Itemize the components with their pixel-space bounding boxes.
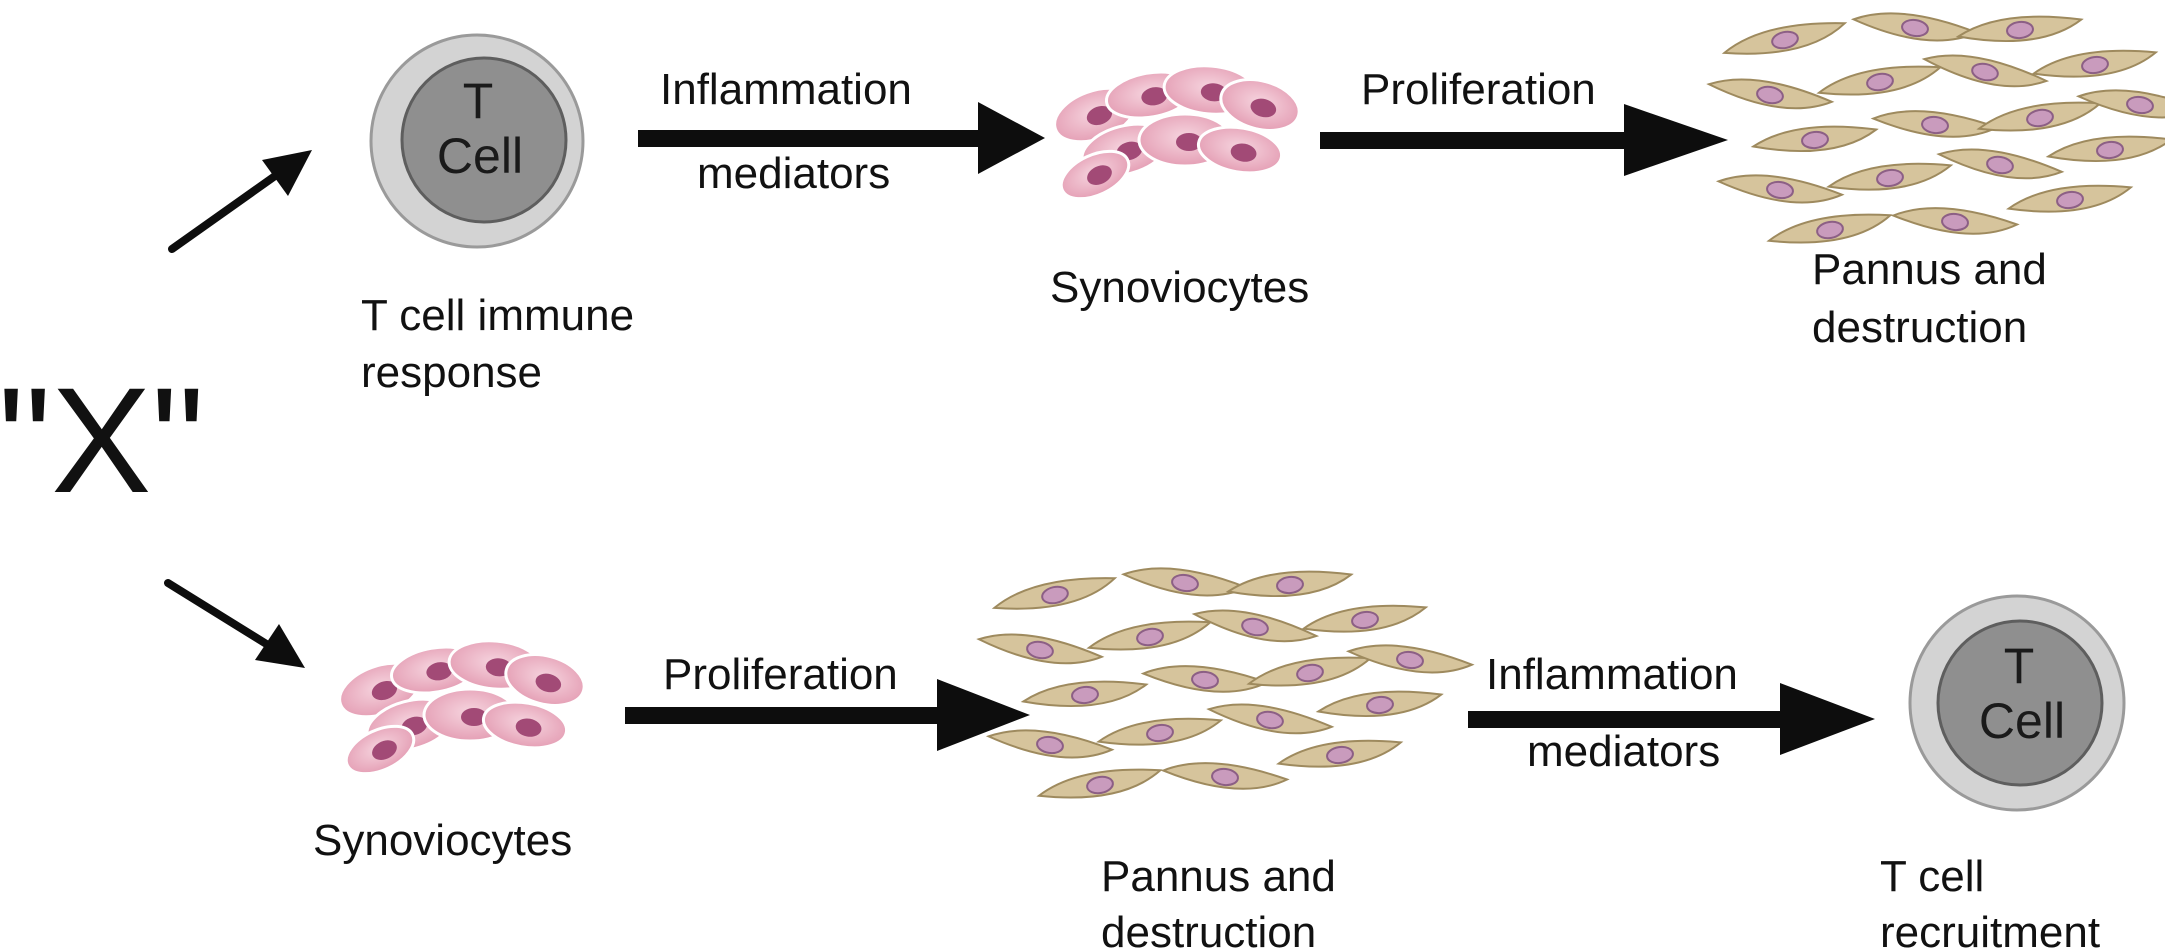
pannus-bottom-cell	[991, 577, 1118, 610]
pannus-bottom-cell	[1020, 680, 1149, 708]
synoviocytes-bottom	[338, 639, 586, 776]
pannus-top-cell	[1850, 12, 1980, 42]
pannus-bottom-cell	[985, 729, 1115, 759]
pannus-bottom-cell	[1120, 567, 1250, 597]
pannus-top-cell	[1721, 22, 1848, 55]
synoviocytes-top-cell	[1219, 78, 1301, 132]
t-cell-bottom-caption-line1: T cell	[1880, 852, 1984, 901]
pannus-top-cell	[1890, 207, 2020, 235]
arrow-bottom-2	[1468, 683, 1875, 755]
synoviocytes-bottom-cell	[481, 700, 569, 750]
synoviocytes-bottom-cell	[344, 724, 416, 776]
arrow-bottom-2-label-line2: mediators	[1527, 727, 1720, 776]
t-cell-top-caption-line1: T cell immune	[361, 291, 634, 340]
t-cell-bottom-line2: Cell	[1979, 693, 2065, 749]
pannus-bottom-cell	[1160, 762, 1290, 790]
pannus-bottom-cell	[1086, 620, 1213, 651]
pannus-top-cell	[1921, 54, 2050, 88]
pannus-top-cell	[2030, 49, 2159, 78]
arrow-top-2-label: Proliferation	[1361, 65, 1596, 114]
pannus-top-cell	[1715, 174, 1845, 204]
pannus-bottom-cell	[1246, 656, 1373, 687]
t-cell-bottom-line1: T	[2004, 638, 2035, 694]
t-cell-top-caption-line2: response	[361, 348, 542, 397]
branch-arrow-down	[164, 579, 305, 668]
pannus-bottom-cell	[1206, 703, 1335, 735]
arrow-top-2	[1320, 104, 1728, 176]
t-cell-bottom-caption-line2: recruitment	[1880, 908, 2100, 951]
pannus-bottom-cell	[1036, 768, 1163, 799]
pannus-bottom-cell	[1315, 690, 1444, 718]
pannus-cells-top	[1706, 12, 2165, 244]
t-cell-top: T Cell	[369, 33, 585, 249]
arrow-bottom-1	[625, 679, 1030, 751]
synoviocytes-bottom-caption: Synoviocytes	[313, 816, 572, 865]
pannus-bottom-cell	[1275, 739, 1404, 768]
branch-arrow-up	[168, 150, 312, 253]
t-cell-bottom: T Cell	[1908, 594, 2126, 812]
pannus-top-cell	[1706, 78, 1835, 110]
pannus-bottom-cell	[976, 633, 1105, 665]
pannus-bottom-cell	[1345, 644, 1475, 674]
trigger-label: "X"	[0, 356, 205, 524]
arrow-bottom-1-label: Proliferation	[663, 650, 898, 699]
pannus-top-cell	[1816, 65, 1943, 96]
pannus-bottom-caption-line2: destruction	[1101, 908, 1316, 951]
arrow-top-1-label-line1: Inflammation	[660, 65, 912, 114]
pannus-bottom-cell	[1225, 570, 1354, 598]
pannus-top-cell	[1766, 213, 1893, 244]
synoviocytes-top-cell	[1196, 125, 1284, 175]
synoviocytes-bottom-cell	[504, 653, 586, 707]
synoviocytes-top-cell	[1059, 149, 1131, 201]
pannus-top-cell	[1825, 162, 1954, 191]
pannus-top-cell	[1936, 148, 2065, 180]
arrow-top-1	[638, 102, 1045, 174]
synoviocytes-top	[1053, 64, 1301, 201]
arrow-bottom-2-label-line1: Inflammation	[1486, 650, 1738, 699]
pannus-bottom-cell	[1140, 665, 1270, 693]
pannus-top-cell	[1870, 110, 2000, 138]
synoviocytes-top-caption: Synoviocytes	[1050, 263, 1309, 312]
pannus-top-cell	[1955, 15, 2084, 43]
pannus-top-caption-line1: Pannus and	[1812, 245, 2047, 294]
pannus-bottom-cell	[1300, 604, 1429, 633]
pannus-top-cell	[1976, 101, 2103, 132]
pannus-top-cell	[2075, 89, 2165, 119]
t-cell-top-line2: Cell	[437, 128, 523, 184]
pannus-top-cell	[1750, 125, 1879, 153]
pannus-bottom-cell	[1095, 717, 1224, 746]
pannus-bottom-caption-line1: Pannus and	[1101, 852, 1336, 901]
pannus-bottom-cell	[1191, 609, 1320, 643]
pannus-top-cell	[2005, 184, 2134, 213]
pannus-cells-bottom	[976, 567, 1475, 799]
pannus-top-caption-line2: destruction	[1812, 303, 2027, 352]
arrow-top-1-label-line2: mediators	[697, 149, 890, 198]
pannus-top-cell	[2045, 135, 2165, 163]
t-cell-top-line1: T	[463, 73, 494, 129]
